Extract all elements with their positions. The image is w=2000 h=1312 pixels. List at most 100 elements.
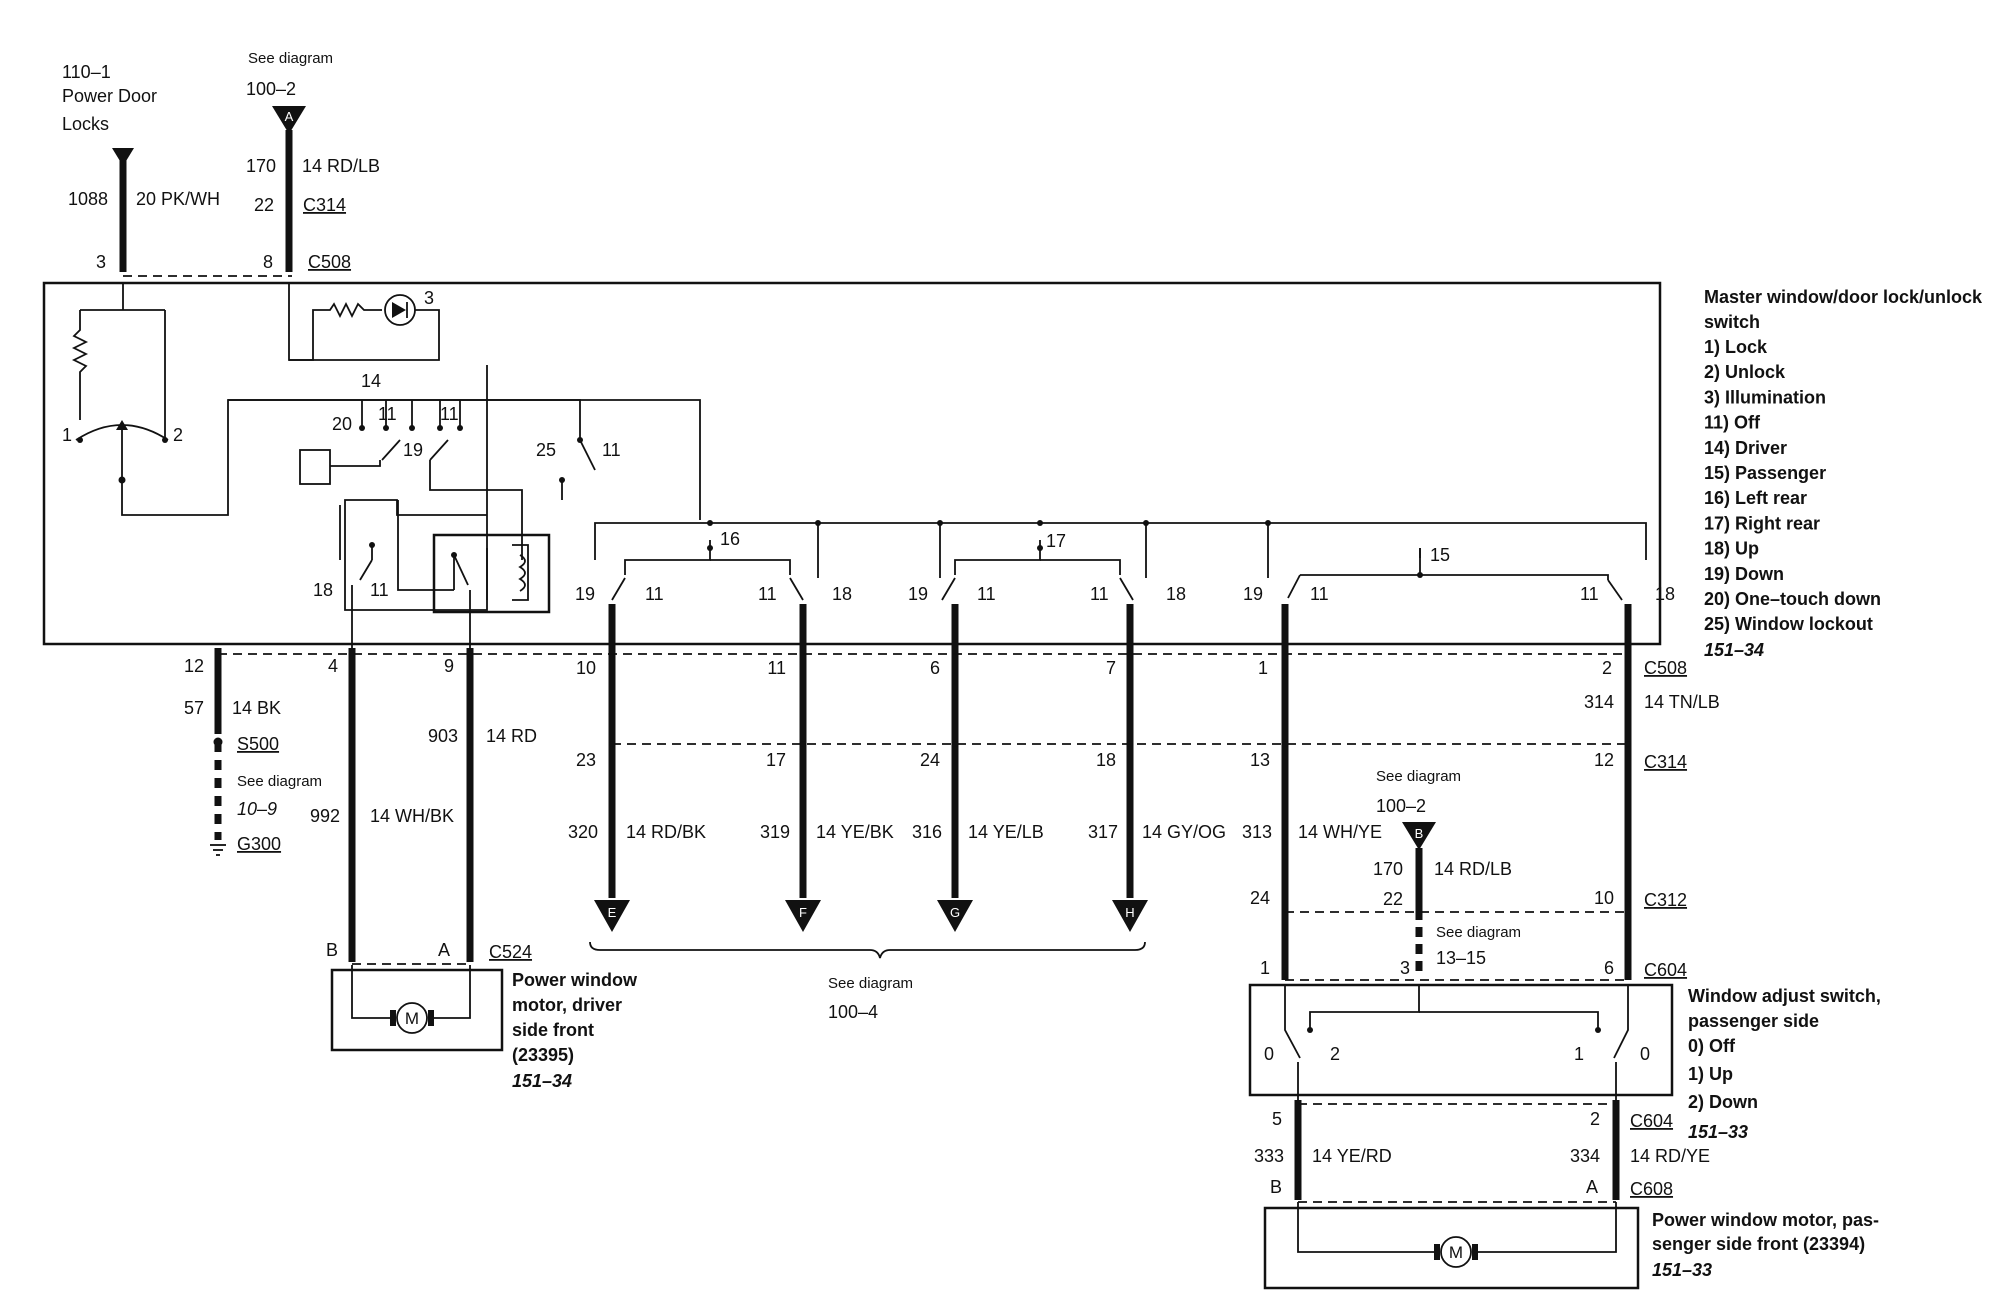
passenger-motor-icon xyxy=(1440,1236,1472,1268)
passenger-switch-title-2: passenger side xyxy=(1688,1011,1819,1031)
master-switch-title: Master window/door lock/unlock xyxy=(1704,287,1983,307)
feed-pin: 22 xyxy=(1383,889,1403,909)
connector-arrow-h xyxy=(1112,900,1148,932)
label-down-19-c: 19 xyxy=(908,584,928,604)
driver-motor-box xyxy=(330,968,504,1052)
wire-313-circuit: 313 xyxy=(1242,822,1272,842)
wire-314-circuit: 314 xyxy=(1584,692,1614,712)
wire-1088-pin: 3 xyxy=(96,252,106,272)
connector-c314-top: C314 xyxy=(303,195,346,215)
connector-c604-bottom: C604 xyxy=(1630,1111,1673,1131)
wire-170-pin-c508: 8 xyxy=(263,252,273,272)
wire-334-circuit: 334 xyxy=(1570,1146,1600,1166)
splice-s500-dot xyxy=(213,737,223,747)
pass-pin-604-1: 1 xyxy=(1260,958,1270,978)
rear-see-diagram: See diagram xyxy=(828,975,913,992)
pass-pin-2: 2 xyxy=(1602,658,1612,678)
rear-ref-num: 100–4 xyxy=(828,1002,878,1022)
rear-h-pin-c508: 7 xyxy=(1106,658,1116,678)
pass-motor-pin-b: B xyxy=(1270,1177,1282,1197)
pass-pin-604-6: 6 xyxy=(1604,958,1614,978)
feed-ref-num: 100–2 xyxy=(1376,796,1426,816)
label-off-11-g: 11 xyxy=(977,584,996,604)
svg-text:H: H xyxy=(1125,905,1134,920)
svg-text:F: F xyxy=(799,905,807,920)
connector-c608: C608 xyxy=(1630,1179,1673,1199)
top-see-diagram: See diagram xyxy=(248,50,333,67)
master-legend-item-4: 14) Driver xyxy=(1704,438,1787,458)
passenger-legend-item-1: 1) Up xyxy=(1688,1064,1733,1084)
wire-334-gauge: 14 RD/YE xyxy=(1630,1146,1710,1166)
label-up-18-a: 18 xyxy=(313,580,333,600)
passenger-switch-page-ref: 151–33 xyxy=(1688,1122,1748,1142)
label-off-11-e: 11 xyxy=(645,584,664,604)
label-driver-14: 14 xyxy=(361,371,381,391)
pass-pin-1: 1 xyxy=(1258,658,1268,678)
ground-icon xyxy=(210,844,226,856)
connector-c314-right: C314 xyxy=(1644,752,1687,772)
pass-switch-down-2: 2 xyxy=(1330,1044,1340,1064)
ground-gauge: 14 BK xyxy=(232,698,281,718)
splice-s500: S500 xyxy=(237,734,279,754)
driver-motor-label-4: (23395) xyxy=(512,1045,574,1065)
driver-window-switch xyxy=(228,365,596,650)
rear-wires xyxy=(608,604,1134,898)
connector-arrow-a xyxy=(272,106,306,134)
wire-314-gauge: 14 TN/LB xyxy=(1644,692,1720,712)
connector-arrow-e xyxy=(594,900,630,932)
label-up-18-c: 18 xyxy=(1166,584,1186,604)
connector-arrow-g xyxy=(937,900,973,932)
label-up-18-b: 18 xyxy=(832,584,852,604)
label-unlock-2: 2 xyxy=(173,425,183,445)
ground-ref: 10–9 xyxy=(237,799,277,819)
passenger-motor-page-ref: 151–33 xyxy=(1652,1260,1712,1280)
pass-switch-off-0-b: 0 xyxy=(1640,1044,1650,1064)
rear-f-pin-c508: 11 xyxy=(767,658,786,678)
master-legend-item-2: 3) Illumination xyxy=(1704,387,1826,407)
illumination-circuit xyxy=(288,283,440,361)
label-down-19-a: 19 xyxy=(403,440,423,460)
rear-window-switches xyxy=(594,520,1647,601)
driver-pin-a: A xyxy=(438,940,450,960)
wire-903-circuit: 903 xyxy=(428,726,458,746)
lock-unlock-switch xyxy=(71,283,701,520)
passenger-motor-box xyxy=(1263,1206,1640,1290)
master-legend-item-3: 11) Off xyxy=(1704,413,1761,433)
master-switch-title-2: switch xyxy=(1704,312,1760,332)
label-illumination-3: 3 xyxy=(424,288,434,308)
feed-gauge: 14 RD/LB xyxy=(1434,859,1512,879)
svg-text:G: G xyxy=(950,905,960,920)
connector-arrow-b xyxy=(1402,822,1436,850)
rear-e-circuit: 320 xyxy=(568,822,598,842)
feed-ref-2: 13–15 xyxy=(1436,948,1486,968)
label-down-19-b: 19 xyxy=(575,584,595,604)
label-off-11-c: 11 xyxy=(602,440,621,460)
connector-arrow-f xyxy=(785,900,821,932)
pass-switch-off-0-a: 0 xyxy=(1264,1044,1274,1064)
passenger-legend-item-0: 0) Off xyxy=(1688,1036,1736,1056)
label-right-rear-17: 17 xyxy=(1046,531,1066,551)
rear-h-circuit: 317 xyxy=(1088,822,1118,842)
pass-pin-24: 24 xyxy=(1250,888,1270,908)
rear-g-circuit: 316 xyxy=(912,822,942,842)
driver-motor-page-ref: 151–34 xyxy=(512,1071,572,1091)
master-legend-item-7: 17) Right rear xyxy=(1704,513,1820,533)
feed-see-diagram: See diagram xyxy=(1376,768,1461,785)
master-legend-item-8: 18) Up xyxy=(1704,539,1759,559)
driver-pin-9: 9 xyxy=(444,656,454,676)
wire-170-pin-c314: 22 xyxy=(254,195,274,215)
label-off-11-j: 11 xyxy=(1580,584,1599,604)
rear-e-gauge: 14 RD/BK xyxy=(626,822,706,842)
wire-333-gauge: 14 YE/RD xyxy=(1312,1146,1392,1166)
pass-pin-10: 10 xyxy=(1594,888,1614,908)
connector-c508-top: C508 xyxy=(308,252,351,272)
rear-g-pin-c508: 6 xyxy=(930,658,940,678)
label-lock-1: 1 xyxy=(62,425,72,445)
connector-c508-right: C508 xyxy=(1644,658,1687,678)
rear-h-pin-c314: 18 xyxy=(1096,750,1116,770)
driver-motor-label-2: motor, driver xyxy=(512,995,622,1015)
top-ref-num: 100–2 xyxy=(246,79,296,99)
wire-170-circuit: 170 xyxy=(246,156,276,176)
pass-motor-pin-5: 5 xyxy=(1272,1109,1282,1129)
